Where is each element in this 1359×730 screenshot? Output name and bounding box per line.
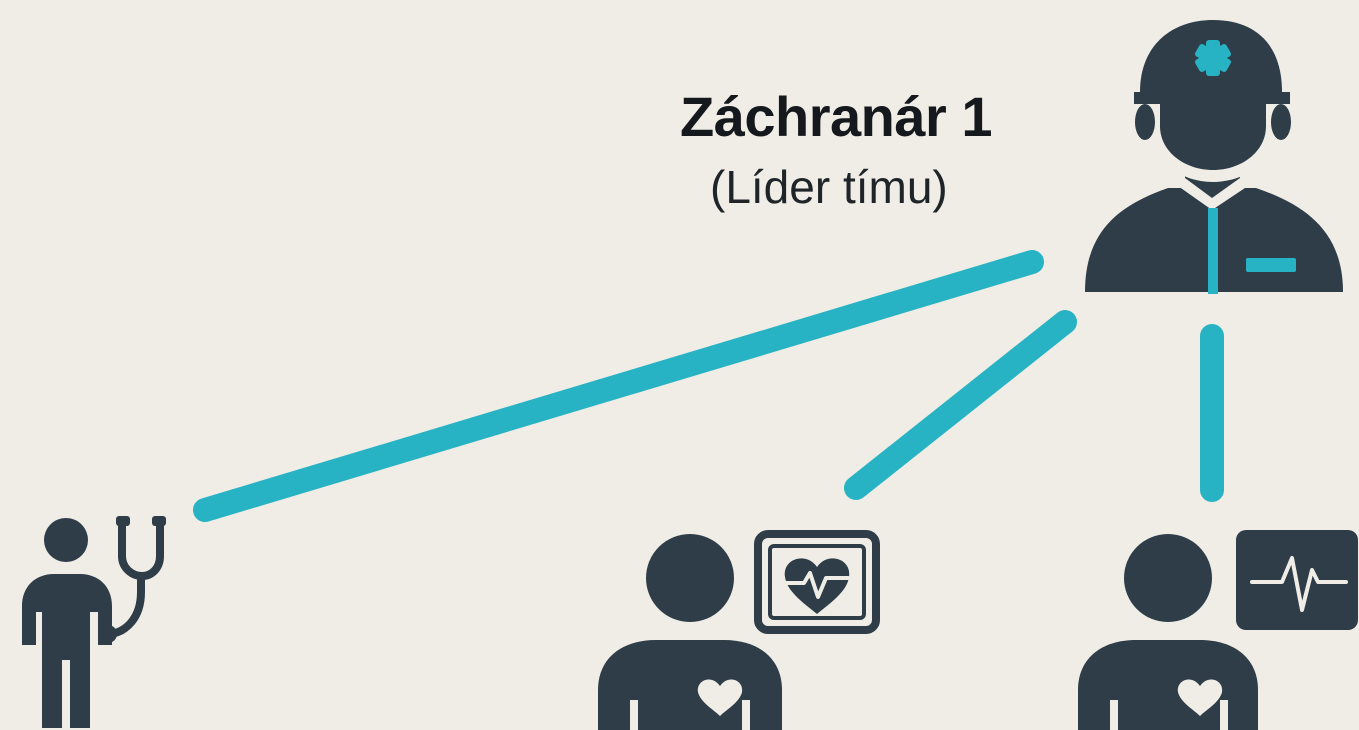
person-with-ecg-monitor-icon — [1078, 530, 1358, 730]
connector-leader-to-medic — [193, 250, 1044, 522]
medic-with-stethoscope-icon — [22, 516, 166, 728]
leader-name: Záchranár 1 — [680, 85, 993, 148]
connectors — [193, 250, 1224, 522]
leader-role: (Líder tímu) — [710, 161, 948, 213]
connector-leader-to-heart-monitor-member — [844, 310, 1077, 500]
person-with-heart-monitor-icon — [598, 530, 880, 730]
paramedic-with-cap-icon — [1085, 20, 1343, 294]
